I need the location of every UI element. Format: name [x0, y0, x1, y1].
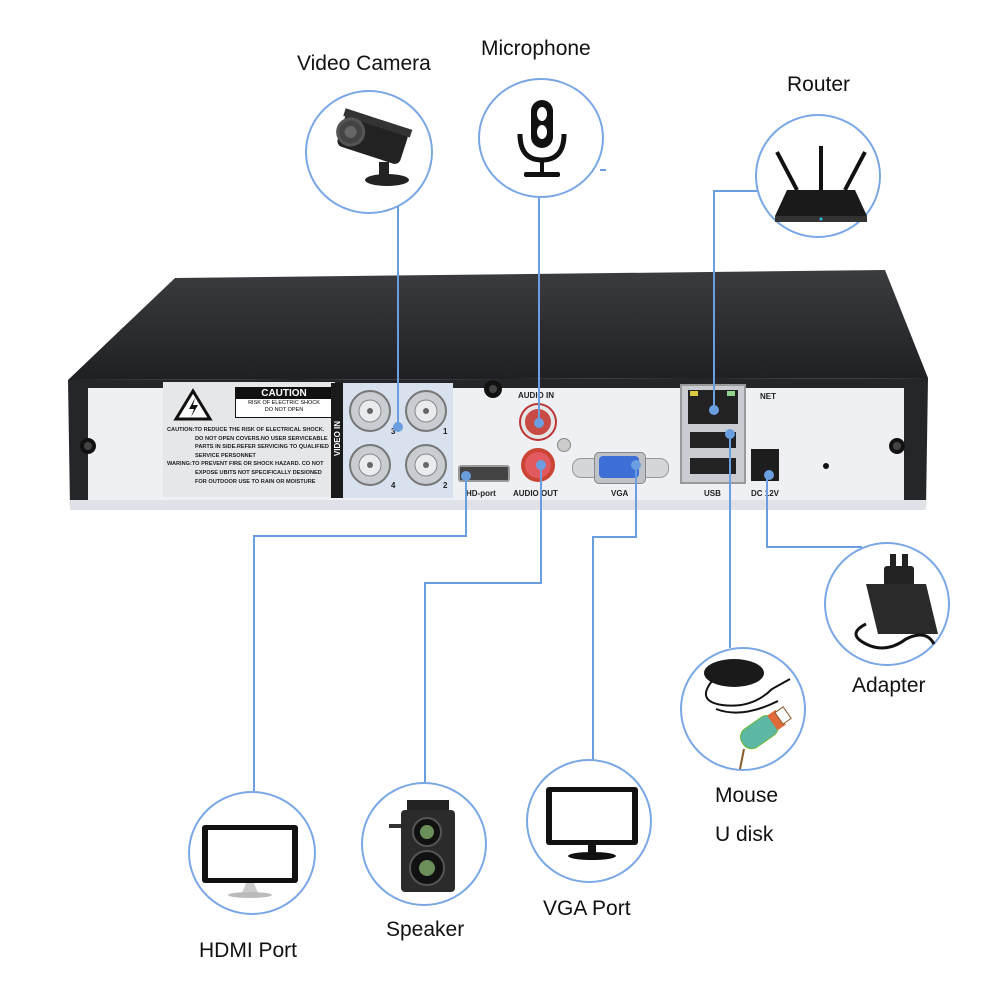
mouse-usb-drive-icon [704, 659, 792, 770]
video-camera-circle [305, 90, 433, 214]
channel-4-label: 4 [391, 481, 396, 490]
hdmi-port [458, 465, 510, 482]
speaker-label: Speaker [386, 918, 465, 941]
caution-sticker: CAUTION RISK OF ELECTRIC SHOCK DO NOT OP… [163, 382, 335, 497]
vga-label: VGA [611, 489, 629, 498]
router-label: Router [787, 73, 851, 96]
caution-sub2: DO NOT OPEN [264, 407, 304, 413]
microphone-icon [517, 100, 567, 177]
vga-port-label: VGA Port [543, 897, 631, 920]
speaker-icon [389, 800, 455, 892]
microphone-label: Microphone [481, 37, 591, 60]
monitor-icon [202, 825, 298, 898]
video-camera-label: Video Camera [297, 52, 431, 75]
router-circle [755, 114, 881, 238]
video-in-strip [331, 383, 343, 498]
hdmi-port-label: HDMI Port [199, 939, 298, 962]
channel-1-label: 1 [443, 427, 448, 436]
vga-port-circle [526, 759, 652, 883]
reset-hole [823, 463, 829, 469]
dc-label: DC 12V [751, 489, 780, 498]
usb-label: USB [704, 489, 721, 498]
channel-3-label: 3 [391, 427, 396, 436]
mouse-udisk-circle [680, 647, 806, 771]
ground-screw [557, 438, 571, 452]
u-disk-label: U disk [715, 823, 774, 846]
caution-sub1: RISK OF ELECTRIC SHOCK [248, 400, 320, 406]
bnc-port-2 [405, 444, 447, 486]
adapter-circle [824, 542, 950, 666]
caution-title: CAUTION [236, 388, 332, 399]
mouse-label: Mouse [715, 784, 779, 807]
audio-out-label: AUDIO OUT [513, 489, 558, 498]
speaker-circle [361, 782, 487, 906]
adapter-label: Adapter [852, 674, 926, 697]
bullet-camera-icon [336, 108, 413, 186]
monitor-icon [546, 787, 638, 860]
audio-in-label: AUDIO IN [518, 391, 554, 400]
warning-triangle-icon [173, 388, 213, 421]
power-adapter-icon [854, 554, 938, 650]
router-icon [775, 146, 867, 222]
microphone-circle [478, 78, 604, 198]
hdmi-port-circle [188, 791, 316, 915]
net-label: NET [760, 392, 776, 401]
hd-port-label: HD-port [466, 489, 496, 498]
caution-text: CAUTION:TO REDUCE THE RISK OF ELECTRICAL… [167, 427, 329, 485]
chassis-top [68, 270, 928, 380]
bnc-port-3 [349, 390, 391, 432]
channel-2-label: 2 [443, 481, 448, 490]
usb-port-1 [690, 432, 736, 448]
vga-port [572, 452, 669, 484]
bnc-port-4 [349, 444, 391, 486]
video-in-label: VIDEO IN [333, 420, 342, 457]
usb-port-2 [690, 458, 736, 474]
bnc-port-1 [405, 390, 447, 432]
